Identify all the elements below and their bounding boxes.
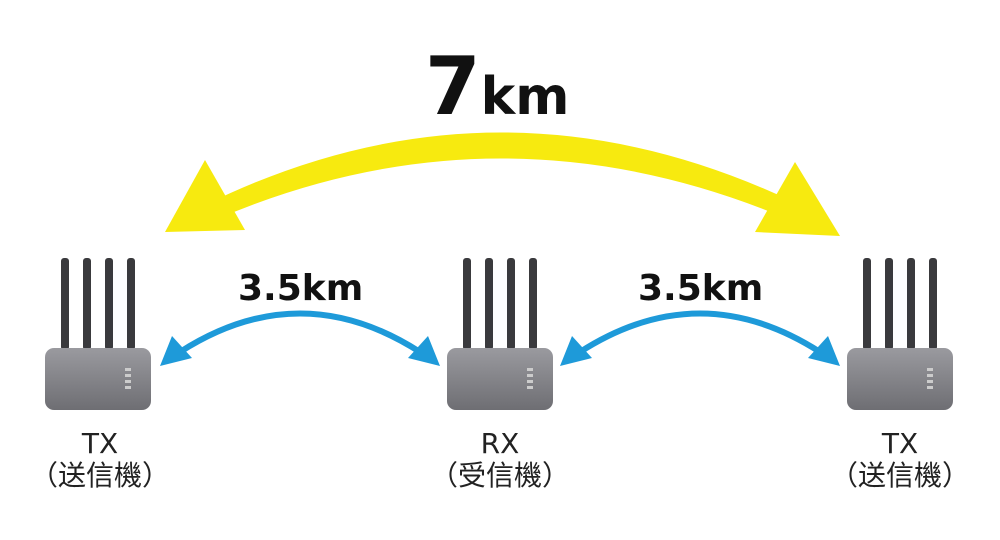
long-range-arrow (165, 132, 840, 236)
device-1-icon (447, 258, 553, 410)
right-link-distance: 3.5km (638, 268, 764, 309)
device-label-rx: RX（受信機） (429, 427, 570, 492)
left-link-distance: 3.5km (238, 268, 364, 309)
device-0-icon (45, 258, 151, 410)
device-label-tx-right: TX（送信機） (829, 427, 970, 492)
device-label-tx-left: TX（送信機） (29, 427, 170, 492)
total-distance-label: 7km (425, 40, 570, 133)
device-2-icon (847, 258, 953, 410)
short-range-arrow-left (160, 310, 440, 366)
short-range-arrow-right (560, 310, 840, 366)
